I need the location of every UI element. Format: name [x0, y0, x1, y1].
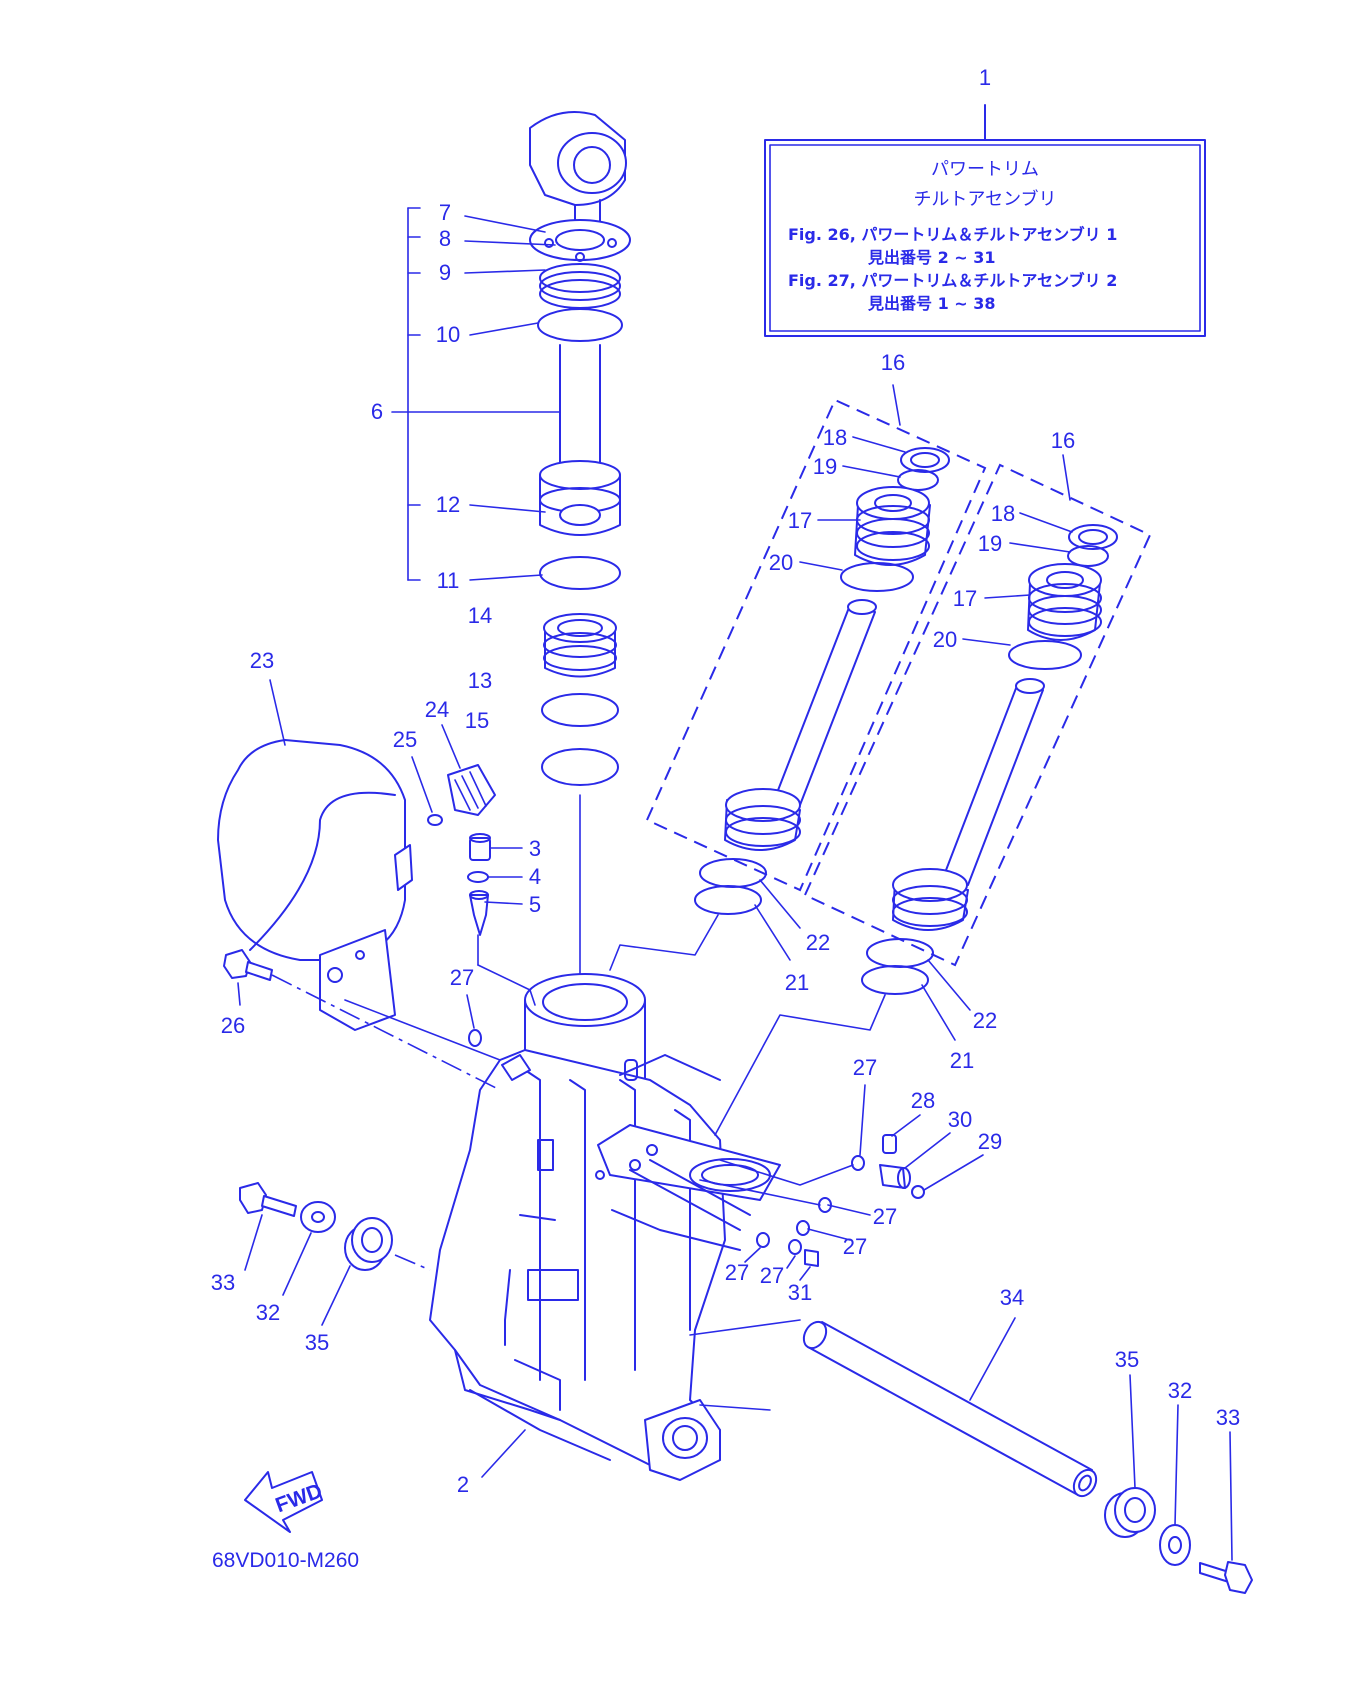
callout-14: 14	[468, 603, 492, 628]
ring-21b	[861, 965, 929, 995]
callout-22b: 22	[973, 1008, 997, 1033]
info-box-ref-line4: 見出番号 1 ~ 38	[867, 294, 996, 313]
pivot-centerline-left	[394, 1254, 431, 1271]
callout-27e: 27	[725, 1260, 749, 1285]
info-box-title-line1: パワートリム	[931, 159, 1039, 180]
callout-29: 29	[978, 1129, 1002, 1154]
ram-callout-bracket	[391, 207, 561, 581]
assembly-info-box: パワートリム チルトアセンブリ Fig. 26, パワートリム＆チルトアセンブリ…	[764, 104, 1206, 337]
callout-10: 10	[436, 322, 460, 347]
callout-32a: 32	[256, 1300, 280, 1325]
callout-27d: 27	[843, 1234, 867, 1259]
callout-19b: 19	[978, 531, 1002, 556]
callout-30: 30	[948, 1107, 972, 1132]
washer-32-right	[1159, 1524, 1191, 1566]
callout-17a: 17	[788, 508, 812, 533]
callout-34: 34	[1000, 1285, 1024, 1310]
o-ring-27e	[756, 1232, 770, 1248]
ring-22a	[699, 858, 767, 888]
callout-35b: 35	[1115, 1347, 1139, 1372]
plug-31	[804, 1249, 819, 1267]
ball-29	[911, 1185, 925, 1199]
leader-body-lower	[699, 1404, 771, 1411]
shock-piston-group-a	[724, 447, 950, 851]
centerline-26b	[344, 999, 501, 1061]
callout-18a: 18	[823, 425, 847, 450]
callout-32b: 32	[1168, 1378, 1192, 1403]
centerline-26	[271, 974, 501, 1091]
callout-12: 12	[436, 492, 460, 517]
callout-19a: 19	[813, 454, 837, 479]
callout-7: 7	[439, 200, 451, 225]
bolt-26	[223, 949, 273, 981]
dashed-group-16b	[803, 463, 1152, 967]
callout-13: 13	[468, 668, 492, 693]
bolt-33-right	[1199, 1561, 1253, 1594]
drawing-code: 68VD010-M260	[212, 1549, 359, 1572]
callout-16a: 16	[881, 350, 905, 375]
callout-2: 2	[457, 1472, 469, 1497]
callout-4: 4	[529, 864, 541, 889]
info-box-ref-line3: Fig. 27, パワートリム＆チルトアセンブリ 2	[788, 271, 1117, 290]
callout-31: 31	[788, 1280, 812, 1305]
callout-17b: 17	[953, 586, 977, 611]
info-box-ref-line1: Fig. 26, パワートリム＆チルトアセンブリ 1	[788, 225, 1117, 244]
tilt-ram-assembly	[529, 111, 631, 1016]
motor-cover-23	[217, 739, 413, 1031]
o-ring-27f	[788, 1239, 802, 1255]
washer-32-left	[300, 1201, 336, 1233]
callout-28: 28	[911, 1088, 935, 1113]
callout-1: 1	[979, 65, 991, 90]
callout-25: 25	[393, 727, 417, 752]
o-ring-27b	[851, 1155, 865, 1171]
callout-24: 24	[425, 697, 449, 722]
callout-33b: 33	[1216, 1405, 1240, 1430]
callout-8: 8	[439, 226, 451, 251]
callout-15: 15	[465, 708, 489, 733]
callout-21a: 21	[785, 970, 809, 995]
callout-22a: 22	[806, 930, 830, 955]
callout-11: 11	[437, 568, 460, 593]
shaft-34	[802, 1320, 1098, 1498]
part-30	[879, 1164, 911, 1189]
callout-33a: 33	[211, 1270, 235, 1295]
callout-27a: 27	[450, 965, 474, 990]
callout-6: 6	[371, 399, 383, 424]
callout-27b: 27	[853, 1055, 877, 1080]
callout-21b: 21	[950, 1048, 974, 1073]
cylinder-body-2	[429, 973, 781, 1481]
callout-27c: 27	[873, 1204, 897, 1229]
callout-18b: 18	[991, 501, 1015, 526]
callout-26: 26	[221, 1013, 245, 1038]
leader-lines	[237, 384, 1233, 1561]
bushing-35-right	[1104, 1487, 1156, 1538]
bolt-33-left	[239, 1182, 297, 1217]
bushing-35-left	[344, 1217, 393, 1271]
o-ring-27d	[796, 1220, 810, 1236]
callout-20b: 20	[933, 627, 957, 652]
o-ring-25	[427, 814, 443, 826]
o-ring-27a	[468, 1029, 482, 1047]
ring-22b	[866, 938, 934, 968]
callout-5: 5	[529, 892, 541, 917]
ring-21a	[694, 885, 762, 915]
callout-3: 3	[529, 836, 541, 861]
callout-35a: 35	[305, 1330, 329, 1355]
callout-23: 23	[250, 648, 274, 673]
callout-numbers: 1 7 8 9 10 6 12 11 14 13 15 23 24 25 3 4…	[211, 65, 1240, 1497]
callout-27f: 27	[760, 1263, 784, 1288]
info-box-title-line2: チルトアセンブリ	[913, 188, 1056, 210]
callout-20a: 20	[769, 550, 793, 575]
fwd-arrow-icon: FWD	[244, 1471, 325, 1533]
filter-24	[447, 764, 496, 816]
shock-piston-group-b	[892, 524, 1118, 931]
valve-parts-3-4-5	[467, 833, 491, 936]
plug-28	[882, 1134, 897, 1154]
callout-9: 9	[439, 260, 451, 285]
info-box-ref-line2: 見出番号 2 ~ 31	[867, 248, 996, 267]
dashed-group-16a	[645, 398, 987, 892]
callout-16b: 16	[1051, 428, 1075, 453]
leader-shaft-to-body	[689, 1319, 801, 1336]
